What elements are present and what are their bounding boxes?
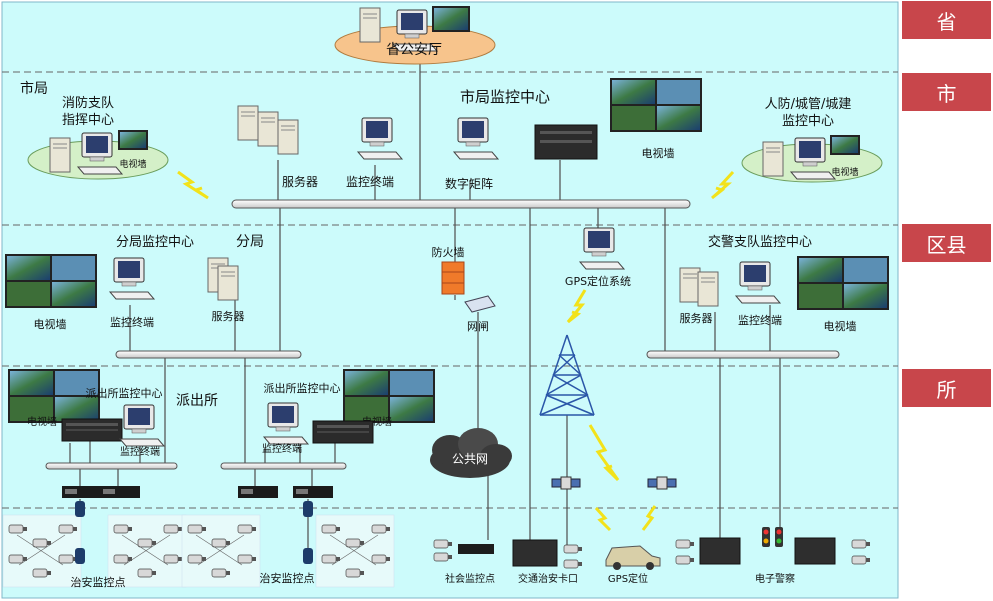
e-police-host-icon xyxy=(794,537,836,565)
security-point-right-label: 治安监控点 xyxy=(260,571,315,585)
station-right-bus xyxy=(220,462,347,470)
civil-center-label-2: 监控中心 xyxy=(782,114,834,129)
fire-center-label-1: 消防支队 xyxy=(62,95,114,111)
encoder-icon xyxy=(62,486,102,498)
station-left-bus xyxy=(45,462,178,470)
level-tag-province: 省 xyxy=(902,1,991,39)
social-point-label: 社会监控点 xyxy=(445,572,495,585)
traffic-bus xyxy=(646,350,840,359)
satellite-link-icon xyxy=(594,506,612,532)
camera-cluster-icon xyxy=(316,515,394,587)
branch-terminal-label: 监控终端 xyxy=(110,315,154,329)
station-left-nvr-icon xyxy=(61,418,123,442)
branch-server-label: 服务器 xyxy=(212,310,245,323)
encoder-icon xyxy=(238,486,278,498)
satellite-icon xyxy=(647,476,677,490)
fiber-transceiver-icon xyxy=(75,501,313,564)
station-left-terminal-label: 监控终端 xyxy=(120,445,160,458)
gps-wireless-link-icon xyxy=(566,289,587,324)
station-right-nvr-icon xyxy=(312,420,374,444)
city-section-label: 市局 xyxy=(20,80,48,97)
e-police-label: 电子警察 xyxy=(755,572,795,585)
gps-system-label: GPS定位系统 xyxy=(565,274,631,288)
traffic-server-label: 服务器 xyxy=(680,312,713,325)
city-tv-wall-icon xyxy=(610,78,702,132)
level-tag-city: 市 xyxy=(902,73,991,111)
level-tag-station: 所 xyxy=(902,369,991,407)
civil-center-label-1: 人防/城管/城建 xyxy=(765,96,852,112)
civil-wireless-link-icon xyxy=(711,170,735,200)
server-icon xyxy=(237,105,259,141)
firewall-icon xyxy=(441,261,465,295)
gps-car-icon xyxy=(605,545,661,570)
civil-tv-label: 电视墙 xyxy=(831,166,858,178)
station-left-tv-label: 电视墙 xyxy=(27,415,57,428)
branch-center-label: 分局监控中心 xyxy=(116,235,194,250)
security-point-left-label: 治安监控点 xyxy=(71,575,126,589)
traffic-tv-wall-icon xyxy=(797,256,889,310)
fire-tv-label: 电视墙 xyxy=(119,158,146,170)
firewall-label: 防火墙 xyxy=(432,245,465,259)
traffic-center-label: 交警支队监控中心 xyxy=(708,234,812,250)
transmission-tower-icon xyxy=(539,334,595,416)
traffic-tv-label: 电视墙 xyxy=(824,319,857,333)
public-net-label: 公共网 xyxy=(452,452,488,466)
level-tag-district: 区县 xyxy=(902,224,991,262)
encoder-icon xyxy=(293,486,333,498)
fire-wireless-link-icon xyxy=(177,170,209,200)
traffic-terminal-label: 监控终端 xyxy=(738,313,782,327)
branch-tv-wall-icon xyxy=(5,254,97,308)
digital-matrix-label: 数字矩阵 xyxy=(445,176,493,191)
traffic-server-icon xyxy=(679,267,701,303)
gateway-icon xyxy=(464,295,496,313)
station-right-center-label: 派出所监控中心 xyxy=(264,381,341,395)
fire-center-label-2: 指挥中心 xyxy=(62,113,114,128)
station-left-center-label: 派出所监控中心 xyxy=(86,386,163,400)
civil-server-icon xyxy=(762,141,784,177)
satellite-icon xyxy=(551,476,581,490)
branch-bus xyxy=(115,350,302,359)
province-server-icon xyxy=(359,7,381,43)
tower-wireless-link-icon xyxy=(588,424,620,482)
branch-label: 分局 xyxy=(236,234,264,250)
city-backbone-bus xyxy=(231,199,691,209)
social-point-dvr-icon xyxy=(458,544,494,554)
camera-cluster-icon xyxy=(182,515,260,587)
city-tv-wall-label: 电视墙 xyxy=(642,146,675,160)
station-right-terminal-label: 监控终端 xyxy=(262,442,302,455)
traffic-checkpoint-label: 交通治安卡口 xyxy=(518,572,578,585)
city-server-label: 服务器 xyxy=(282,174,318,189)
encoder-icon xyxy=(100,486,140,498)
gps-locate-label: GPS定位 xyxy=(608,572,648,585)
province-hall-label: 省公安厅 xyxy=(386,42,442,58)
police-station-label: 派出所 xyxy=(176,393,218,409)
diagram-canvas: 省公安厅 市局 消防支队 指挥中心 电视墙 服务器 监控终端 市局监控中心 数字… xyxy=(1,1,899,599)
checkpoint-host-icon xyxy=(512,539,558,567)
station-right-tv-wall-icon xyxy=(343,369,435,423)
satellite-link-icon xyxy=(641,505,657,531)
fire-server-icon xyxy=(49,137,71,173)
city-terminal-label: 监控终端 xyxy=(346,174,394,189)
gateway-label: 网闸 xyxy=(467,320,489,333)
camera-cluster-icon xyxy=(3,515,81,587)
matrix-center-label: 市局监控中心 xyxy=(460,88,550,106)
public-net-cloud-icon xyxy=(430,428,512,478)
traffic-light-icon xyxy=(762,527,783,547)
branch-tv-label: 电视墙 xyxy=(34,317,67,331)
e-police-host-icon xyxy=(699,537,741,565)
